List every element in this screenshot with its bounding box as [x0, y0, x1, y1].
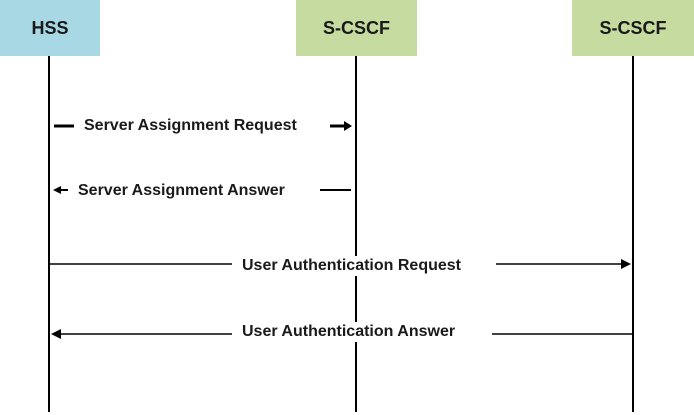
actor-label: S-CSCF: [599, 17, 667, 38]
actor-label: S-CSCF: [323, 17, 390, 38]
actor-scscf-box: S-CSCF: [296, 0, 417, 56]
actor-label: HSS: [31, 17, 69, 38]
arrowhead-right: [621, 259, 631, 269]
message-label-uaa: User Authentication Answer: [240, 322, 458, 342]
actor-hss-box: HSS: [0, 0, 100, 56]
arrowhead-right: [344, 121, 352, 131]
actor-scscf-box: S-CSCF: [572, 0, 694, 56]
message-label-sar: Server Assignment Request: [82, 116, 299, 136]
arrowhead-left: [51, 329, 61, 339]
arrowhead-left: [53, 186, 61, 194]
message-label-saa: Server Assignment Answer: [76, 181, 287, 201]
message-label-uar: User Authentication Request: [240, 256, 463, 276]
